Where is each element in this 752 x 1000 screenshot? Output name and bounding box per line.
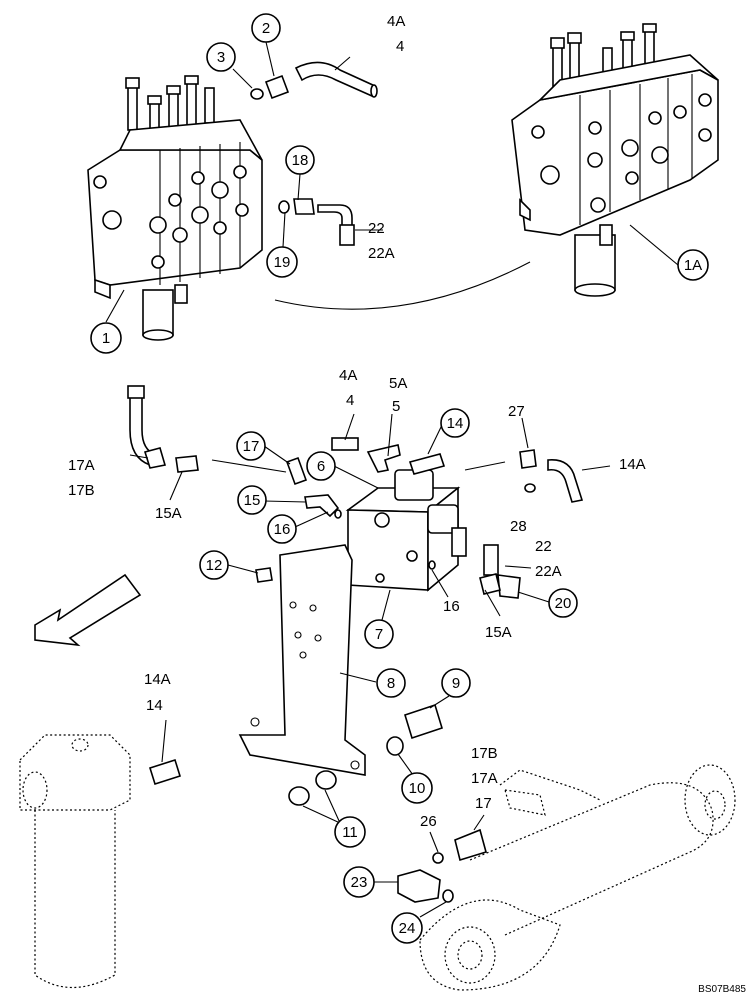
svg-text:1: 1 [102, 330, 110, 347]
svg-text:7: 7 [375, 626, 383, 643]
callout-15: 15 [237, 485, 267, 515]
callout-16: 16 [267, 514, 297, 544]
filter-dashed [19, 734, 131, 989]
svg-text:22: 22 [535, 538, 552, 555]
svg-text:20: 20 [555, 595, 572, 612]
transition-curve [274, 261, 531, 310]
svg-text:16: 16 [274, 521, 291, 538]
callout-14: 14 [440, 408, 470, 438]
callout-19: 19 [266, 246, 298, 278]
svg-text:15: 15 [244, 492, 261, 509]
callout-18: 18 [285, 145, 315, 175]
callout-20: 20 [548, 588, 578, 618]
svg-text:17: 17 [475, 795, 492, 812]
svg-text:4A: 4A [387, 13, 405, 30]
svg-text:16: 16 [443, 598, 460, 615]
svg-text:2: 2 [262, 20, 270, 37]
svg-text:4: 4 [396, 38, 404, 55]
svg-text:22: 22 [368, 220, 385, 237]
svg-text:17: 17 [243, 438, 260, 455]
hydraulic-cylinder-dashed [419, 764, 736, 991]
callout-12: 12 [199, 550, 229, 580]
svg-text:19: 19 [274, 254, 291, 271]
reference-code: BS07B485 [698, 984, 746, 995]
svg-text:14: 14 [146, 697, 163, 714]
callout-10: 10 [401, 772, 433, 804]
svg-text:6: 6 [317, 458, 325, 475]
callouts: 1 1A 2 3 18 19 17 6 14 15 16 12 7 20 8 9… [90, 13, 709, 944]
svg-text:10: 10 [409, 780, 426, 797]
part-labels: 4A 4 22 22A 4A 4 5A 5 27 14A 17A 17B 15A… [68, 13, 646, 830]
fittings-top [250, 61, 378, 246]
svg-text:5: 5 [392, 398, 400, 415]
control-valve-left [87, 75, 263, 341]
svg-text:14A: 14A [144, 671, 171, 688]
svg-text:27: 27 [508, 403, 525, 420]
callout-1a: 1A [677, 249, 709, 281]
svg-text:23: 23 [351, 874, 368, 891]
svg-text:24: 24 [399, 920, 416, 937]
svg-text:17A: 17A [68, 457, 95, 474]
svg-text:17A: 17A [471, 770, 498, 787]
callout-7: 7 [364, 619, 394, 649]
callout-23: 23 [343, 866, 375, 898]
callout-17: 17 [236, 431, 266, 461]
solenoid-valve-block [345, 469, 467, 592]
leader-lines [105, 41, 679, 918]
callout-3: 3 [206, 42, 236, 72]
svg-text:26: 26 [420, 813, 437, 830]
svg-text:22A: 22A [535, 563, 562, 580]
svg-text:18: 18 [292, 152, 309, 169]
svg-text:4A: 4A [339, 367, 357, 384]
svg-text:3: 3 [217, 49, 225, 66]
svg-text:17B: 17B [68, 482, 95, 499]
svg-text:8: 8 [387, 675, 395, 692]
svg-text:12: 12 [206, 557, 223, 574]
svg-text:4: 4 [346, 392, 354, 409]
direction-arrow [34, 573, 142, 647]
callout-6: 6 [306, 451, 336, 481]
svg-text:15A: 15A [485, 624, 512, 641]
fittings-middle [127, 385, 584, 903]
callout-2: 2 [251, 13, 281, 43]
svg-text:28: 28 [510, 518, 527, 535]
callout-9: 9 [441, 668, 471, 698]
callout-11: 11 [334, 816, 366, 848]
callout-24: 24 [391, 912, 423, 944]
callout-1: 1 [90, 322, 122, 354]
svg-text:1A: 1A [684, 257, 702, 274]
callout-8: 8 [376, 668, 406, 698]
control-valve-right [511, 23, 719, 297]
svg-text:14: 14 [447, 415, 464, 432]
svg-text:11: 11 [342, 824, 358, 841]
mounting-bracket [238, 544, 366, 776]
svg-text:14A: 14A [619, 456, 646, 473]
svg-text:15A: 15A [155, 505, 182, 522]
svg-text:9: 9 [452, 675, 460, 692]
svg-text:5A: 5A [389, 375, 407, 392]
svg-text:22A: 22A [368, 245, 395, 262]
svg-text:17B: 17B [471, 745, 498, 762]
